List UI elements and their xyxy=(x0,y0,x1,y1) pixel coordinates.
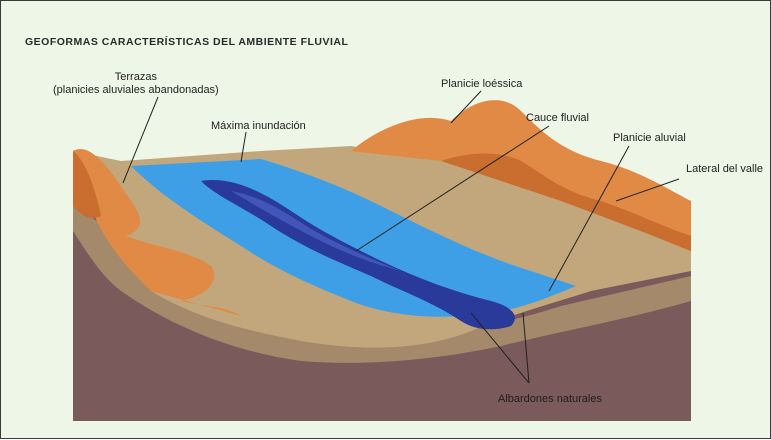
label-terrazas-line2: (planicies aluviales abandonadas) xyxy=(53,84,219,97)
label-planicie-aluvial: Planicie aluvial xyxy=(613,132,686,145)
label-terrazas: Terrazas (planicies aluviales abandonada… xyxy=(53,71,219,97)
label-terrazas-line1: Terrazas xyxy=(53,71,219,84)
label-albardones-naturales: Albardones naturales xyxy=(498,393,602,406)
label-maxima-inundacion: Máxima inundación xyxy=(211,120,306,133)
label-lateral-del-valle: Lateral del valle xyxy=(686,163,763,176)
label-cauce-fluvial: Cauce fluvial xyxy=(526,112,589,125)
diagram-title: Geoformas características del ambiente f… xyxy=(25,36,348,48)
label-planicie-loessica: Planicie loéssica xyxy=(441,78,522,91)
